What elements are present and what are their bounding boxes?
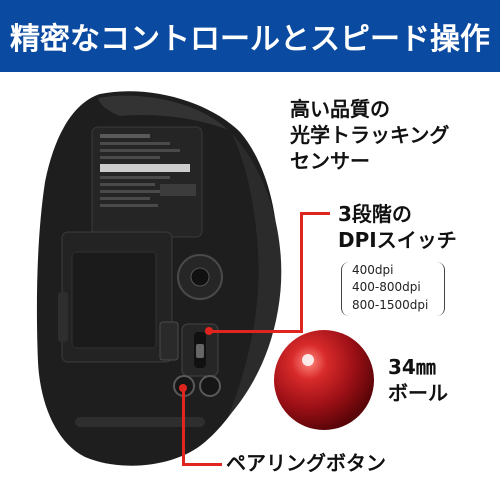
trackball-icon: [274, 330, 374, 430]
sensor-line-2: 光学トラッキング: [290, 123, 450, 147]
sensor-line-1: 高い品質の: [290, 97, 390, 121]
dpi-option: 400-800dpi: [352, 280, 421, 295]
product-illustration: 高い品質の 光学トラッキング センサー 3段階の DPIスイッチ 400dpi …: [0, 72, 500, 500]
pairing-leader-horizontal: [182, 463, 222, 466]
sensor-line-3: センサー: [290, 149, 370, 173]
dpi-option: 400dpi: [352, 263, 394, 277]
dpi-leader-to-switch: [210, 330, 303, 333]
ball-label: ボール: [388, 381, 448, 405]
pairing-leader-dot: [179, 384, 187, 392]
dpi-leader-vertical: [300, 212, 303, 332]
dpi-options: 400dpi 400-800dpi 800-1500dpi: [352, 262, 428, 314]
title-banner: 精密なコントロールとスピード操作: [0, 0, 500, 72]
ball-callout: 34㎜ ボール: [388, 354, 448, 406]
mouse-bottom-view-icon: [36, 91, 282, 466]
dpi-bracket-right: [436, 262, 445, 316]
sensor-callout: 高い品質の 光学トラッキング センサー: [290, 96, 449, 174]
dpi-bracket-left: [341, 262, 350, 316]
banner-title: 精密なコントロールとスピード操作: [10, 22, 490, 57]
pairing-button-label: ペアリングボタン: [226, 451, 386, 475]
dpi-title-line-1: 3段階の: [338, 202, 412, 226]
dpi-option: 800-1500dpi: [352, 297, 429, 312]
dpi-title-line-2: DPIスイッチ: [338, 228, 457, 252]
pairing-leader-vertical: [182, 390, 185, 466]
ball-size: 34㎜: [388, 355, 436, 379]
dpi-leader-horizontal: [300, 212, 330, 215]
dpi-callout: 3段階の DPIスイッチ: [338, 201, 457, 253]
dpi-leader-dot: [205, 327, 213, 335]
